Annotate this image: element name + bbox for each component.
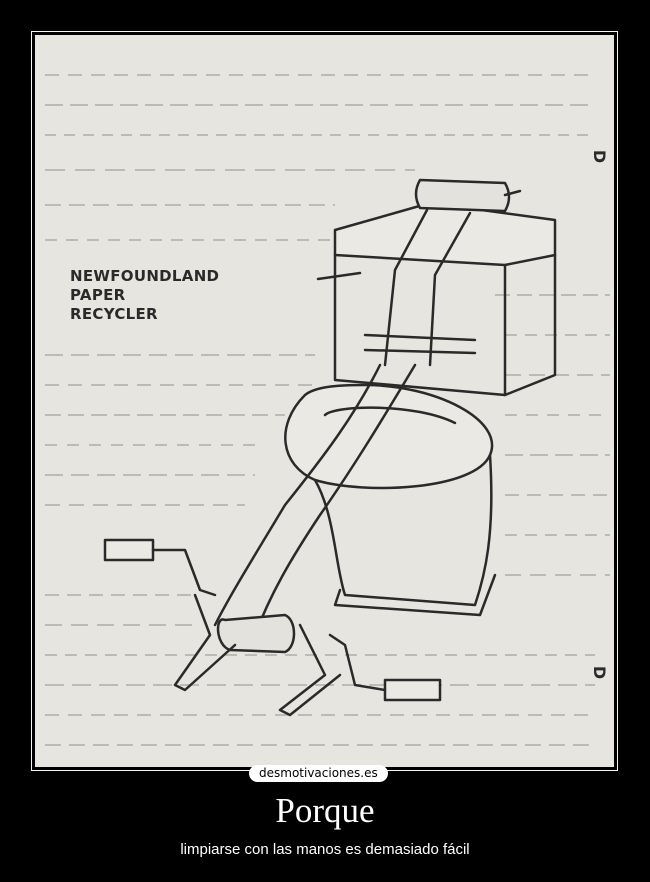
poster-caption: limpiarse con las manos es demasiado fác… xyxy=(180,841,470,858)
poster-title: Porque xyxy=(275,791,375,830)
margin-mark-bottom: D xyxy=(589,665,609,680)
label-recycler: RECYCLER xyxy=(70,305,158,323)
toilet-paper-recycler-illustration xyxy=(45,74,610,746)
recycler-caption: NEWFOUNDLAND PAPER RECYCLER xyxy=(70,267,219,324)
recycler-drawing: NEWFOUNDLAND PAPER RECYCLER D D xyxy=(35,35,614,767)
label-paper: PAPER xyxy=(70,286,126,304)
poster-frame: NEWFOUNDLAND PAPER RECYCLER D D xyxy=(31,31,618,771)
margin-mark-top: D xyxy=(589,149,609,164)
label-newfoundland: NEWFOUNDLAND xyxy=(70,267,220,285)
site-watermark[interactable]: desmotivaciones.es xyxy=(249,765,388,782)
